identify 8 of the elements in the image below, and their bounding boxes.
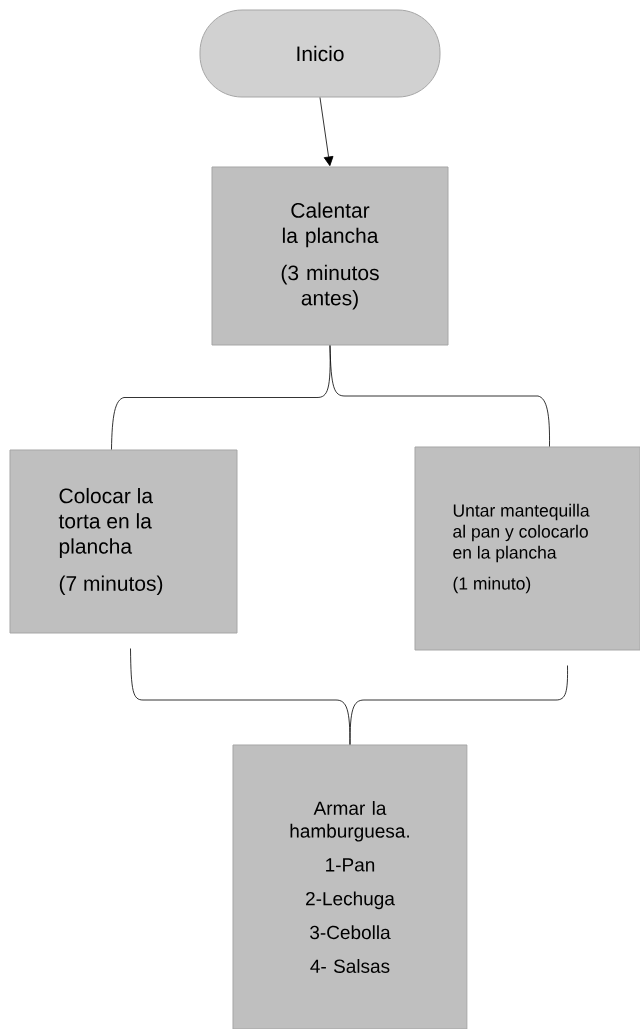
process-box: Calentar la plancha (3 minutos antes) xyxy=(211,166,449,346)
brace xyxy=(349,665,568,745)
process-box: Untar mantequilla al pan y colocarlo en la plancha (1 minuto) xyxy=(414,446,640,651)
arrow xyxy=(319,97,334,167)
process-box: Armar la hamburguesa. 1-Pan 2-Lechuga 3-Cebolla 4- Salsas xyxy=(232,744,468,1029)
process-box: Colocar la torta en la plancha (7 minutos) xyxy=(9,449,238,634)
start-terminal: Inicio xyxy=(199,9,441,98)
brace xyxy=(329,345,550,447)
